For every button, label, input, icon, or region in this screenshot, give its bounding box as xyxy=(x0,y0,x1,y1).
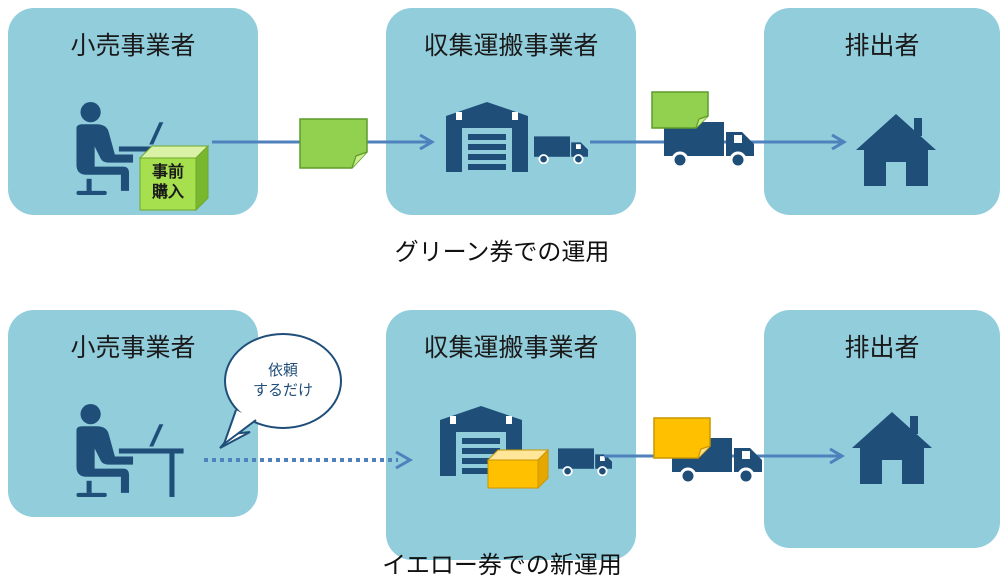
prepurchase-box-icon xyxy=(138,144,210,212)
house-icon xyxy=(852,412,932,484)
retailer-label-bottom: 小売事業者 xyxy=(70,333,196,362)
small-truck-icon xyxy=(558,447,612,476)
speech-bubble-line-2: するだけ xyxy=(252,381,313,399)
prepurchase-text: 事前 購入 xyxy=(140,162,196,202)
warehouse-icon xyxy=(446,102,528,172)
green-ticket-icon xyxy=(299,118,368,169)
speech-bubble xyxy=(219,333,342,449)
panel-retailer-top: 小売事業者 xyxy=(8,8,258,215)
prepurchase-line-1: 事前 xyxy=(151,162,184,181)
speech-bubble-text: 依頼 するだけ xyxy=(230,360,336,400)
discharger-label-top: 排出者 xyxy=(844,31,920,60)
yellow-ticket-icon xyxy=(653,417,711,459)
house-icon xyxy=(856,114,936,186)
prepurchase-line-2: 購入 xyxy=(151,182,184,201)
retailer-label-top: 小売事業者 xyxy=(70,31,196,60)
caption-green: グリーン券での運用 xyxy=(394,238,610,266)
panel-retailer-bottom: 小売事業者 xyxy=(8,310,258,517)
caption-yellow: イエロー券での新運用 xyxy=(382,551,622,579)
small-truck-icon xyxy=(534,135,588,164)
panel-collector-top: 収集運搬事業者 xyxy=(386,8,636,215)
speech-bubble-line-1: 依頼 xyxy=(267,361,298,379)
discharger-label-bottom: 排出者 xyxy=(844,333,920,362)
collector-label-bottom: 収集運搬事業者 xyxy=(423,333,599,362)
collector-label-top: 収集運搬事業者 xyxy=(423,31,599,60)
green-ticket-on-truck-icon xyxy=(651,91,709,129)
person-at-desk-icon xyxy=(76,404,184,497)
yellow-box-icon xyxy=(486,448,550,490)
